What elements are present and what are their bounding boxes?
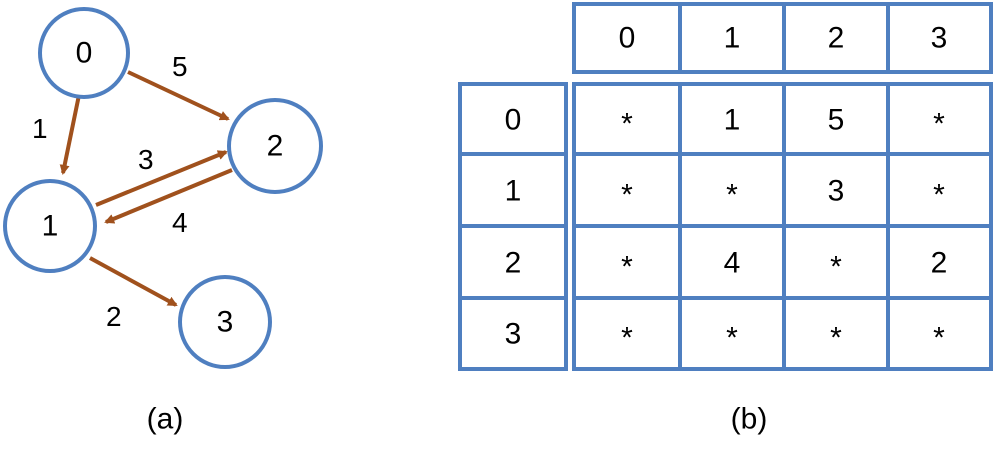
node-2 xyxy=(227,98,323,194)
edge-0-2 xyxy=(127,70,230,121)
cell-1-2: 3 xyxy=(828,175,845,208)
matrix-cell xyxy=(782,296,890,371)
cell-2-3: 2 xyxy=(931,247,948,280)
edge-1-2 xyxy=(95,150,228,207)
cell-1-1: * xyxy=(726,179,738,212)
cell-1-3: * xyxy=(933,179,945,212)
row-header-cell xyxy=(458,224,568,300)
cell-0-3: * xyxy=(933,108,945,141)
cell-0-1: 1 xyxy=(724,104,741,137)
node-0 xyxy=(38,7,130,99)
cell-2-0: * xyxy=(621,251,633,284)
graph-panel: 5 1 3 4 2 0 1 2 3 (a) xyxy=(3,7,323,436)
cell-0-0: * xyxy=(621,108,633,141)
row-header-2: 2 xyxy=(505,247,522,280)
cell-1-0: * xyxy=(621,179,633,212)
edge-weight-1-2: 3 xyxy=(138,144,154,175)
matrix-cell xyxy=(886,296,993,371)
caption-b: (b) xyxy=(731,403,768,436)
column-header-3: 3 xyxy=(931,22,948,55)
cell-0-2: 5 xyxy=(828,104,845,137)
cell-3-2: * xyxy=(830,322,842,355)
edge-weight-2-1: 4 xyxy=(172,207,188,238)
caption-a: (a) xyxy=(147,403,184,436)
matrix-cell xyxy=(886,82,993,156)
matrix-cell xyxy=(782,152,890,228)
row-header-group: 0 1 2 3 xyxy=(458,82,568,371)
matrix-body: * 1 5 * * * 3 * * 4 * 2 * * * * xyxy=(572,82,993,371)
node-2-label: 2 xyxy=(267,130,284,163)
column-header-group: 0 1 2 3 xyxy=(572,2,993,74)
column-header-1: 1 xyxy=(724,22,741,55)
row-header-0: 0 xyxy=(505,104,522,137)
node-1-label: 1 xyxy=(42,210,59,243)
column-header-cell xyxy=(886,2,993,74)
column-header-2: 2 xyxy=(828,22,845,55)
node-3 xyxy=(178,275,272,369)
cell-3-1: * xyxy=(726,322,738,355)
row-header-cell xyxy=(458,152,568,228)
row-header-cell xyxy=(458,296,568,371)
column-header-0: 0 xyxy=(619,22,636,55)
edge-weight-1-3: 2 xyxy=(106,301,122,332)
matrix-panel: 0 1 2 3 0 1 2 3 xyxy=(458,2,993,436)
row-header-cell xyxy=(458,82,568,156)
row-header-3: 3 xyxy=(505,318,522,351)
row-header-1: 1 xyxy=(505,175,522,208)
edge-weight-0-1: 1 xyxy=(32,113,48,144)
cell-3-3: * xyxy=(933,322,945,355)
cell-2-1: 4 xyxy=(724,247,741,280)
matrix-cell xyxy=(782,82,890,156)
edge-0-1 xyxy=(59,94,81,175)
cell-2-2: * xyxy=(830,251,842,284)
node-0-label: 0 xyxy=(76,37,93,70)
edge-2-1 xyxy=(104,168,233,224)
edge-1-3 xyxy=(89,256,178,307)
node-1 xyxy=(3,179,97,273)
edge-weight-0-2: 5 xyxy=(172,51,188,82)
node-3-label: 3 xyxy=(217,306,234,339)
cell-3-0: * xyxy=(621,322,633,355)
